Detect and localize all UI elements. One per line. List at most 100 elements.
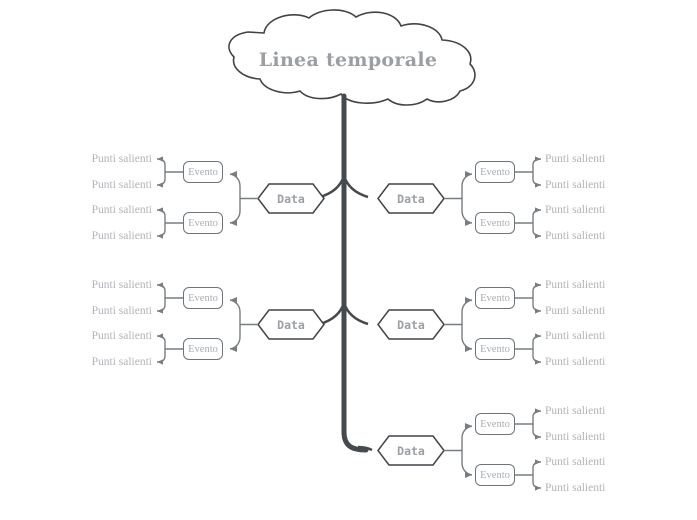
wire-left-middle-bracket (229, 299, 241, 350)
wire-right-bottom-evt1-bracket (532, 410, 542, 438)
event-node-left-top-2[interactable]: Evento (183, 212, 223, 234)
date-node-label: Data (397, 317, 425, 332)
arrow-left-top-leaf3 (157, 207, 163, 213)
event-node-label: Evento (480, 217, 510, 229)
arrow-right-bottom-leaf4 (535, 485, 541, 491)
wire-right-top-bracket (461, 173, 473, 224)
event-node-right-top-2[interactable]: Evento (475, 212, 515, 234)
wire-right-middle-evt1-bracket (532, 284, 542, 312)
event-node-label: Evento (188, 343, 218, 355)
arrow-right-middle-leaf1 (535, 282, 541, 288)
arrow-right-top-leaf2 (535, 182, 541, 188)
wire-left-top-bracket (229, 173, 241, 224)
highlight-leaf-left-top-1-2[interactable]: Punti salienti (91, 179, 152, 191)
date-node-left-middle[interactable]: Data (258, 310, 324, 339)
branch-stem-right-middle (342, 302, 369, 326)
hex-outline-right-top (377, 183, 445, 214)
cloud-shape (228, 9, 476, 106)
arrow-right-bottom-leaf2 (535, 434, 541, 440)
branch-stem-right-bottom (357, 445, 373, 452)
event-node-label: Evento (480, 292, 510, 304)
date-node-right-bottom[interactable]: Data (378, 436, 444, 465)
highlight-leaf-right-top-1-1[interactable]: Punti salienti (545, 153, 606, 165)
date-node-label: Data (397, 191, 425, 206)
arrow-right-top-evt1 (465, 171, 472, 177)
arrow-right-top-leaf4 (535, 233, 541, 239)
highlight-leaf-left-top-1-1[interactable]: Punti salienti (91, 153, 152, 165)
highlight-leaf-right-middle-2-2[interactable]: Punti salienti (545, 356, 606, 368)
highlight-leaf-left-middle-1-1[interactable]: Punti salienti (91, 279, 152, 291)
date-node-label: Data (277, 317, 305, 332)
wire-right-middle-bracket (461, 299, 473, 350)
arrow-right-middle-leaf3 (535, 333, 541, 339)
date-node-label: Data (397, 443, 425, 458)
event-node-label: Evento (188, 217, 218, 229)
event-node-right-middle-1[interactable]: Evento (475, 287, 515, 309)
event-node-left-top-1[interactable]: Evento (183, 161, 223, 183)
highlight-leaf-left-middle-2-1[interactable]: Punti salienti (91, 330, 152, 342)
arrow-left-middle-leaf1 (157, 282, 163, 288)
event-node-label: Evento (480, 418, 510, 430)
date-node-right-middle[interactable]: Data (378, 310, 444, 339)
event-node-right-bottom-1[interactable]: Evento (475, 413, 515, 435)
highlight-leaf-right-top-2-2[interactable]: Punti salienti (545, 230, 606, 242)
highlight-leaf-left-top-2-2[interactable]: Punti salienti (91, 230, 152, 242)
arrow-left-middle-leaf4 (157, 359, 163, 365)
event-node-label: Evento (480, 166, 510, 178)
wire-right-bottom-evt2-bracket (532, 461, 542, 489)
date-node-right-top[interactable]: Data (378, 184, 444, 213)
arrow-right-middle-leaf4 (535, 359, 541, 365)
arrow-right-middle-evt1 (465, 297, 472, 303)
branch-stem-right-top (342, 175, 369, 199)
root-node-label: Linea temporale (258, 49, 438, 71)
arrow-right-bottom-evt1 (465, 423, 472, 429)
highlight-leaf-right-bottom-1-2[interactable]: Punti salienti (545, 431, 606, 443)
wire-right-bottom-bracket (461, 425, 473, 476)
event-node-right-middle-2[interactable]: Evento (475, 338, 515, 360)
date-node-left-top[interactable]: Data (258, 184, 324, 213)
event-node-label: Evento (188, 292, 218, 304)
trunk-spine (341, 93, 369, 453)
highlight-leaf-right-middle-1-2[interactable]: Punti salienti (545, 305, 606, 317)
hex-outline-right-middle (377, 309, 445, 340)
arrow-right-bottom-evt2 (465, 472, 472, 478)
highlight-leaf-left-middle-2-2[interactable]: Punti salienti (91, 356, 152, 368)
arrow-left-top-leaf2 (157, 182, 163, 188)
wire-left-top-evt1-bracket (156, 158, 166, 186)
wire-left-top-evt2-bracket (156, 209, 166, 237)
root-node-cloud[interactable]: Linea temporale (212, 12, 484, 104)
highlight-leaf-right-middle-1-1[interactable]: Punti salienti (545, 279, 606, 291)
highlight-leaf-right-top-1-2[interactable]: Punti salienti (545, 179, 606, 191)
event-node-label: Evento (480, 469, 510, 481)
arrow-right-top-leaf3 (535, 207, 541, 213)
highlight-leaf-right-top-2-1[interactable]: Punti salienti (545, 204, 606, 216)
arrow-right-bottom-leaf1 (535, 408, 541, 414)
event-node-right-bottom-2[interactable]: Evento (475, 464, 515, 486)
wire-left-middle-evt2-bracket (156, 335, 166, 363)
arrow-left-middle-leaf2 (157, 308, 163, 314)
event-node-left-middle-1[interactable]: Evento (183, 287, 223, 309)
highlight-leaf-left-middle-1-2[interactable]: Punti salienti (91, 305, 152, 317)
event-node-right-top-1[interactable]: Evento (475, 161, 515, 183)
arrow-right-top-leaf1 (535, 156, 541, 162)
arrow-left-top-evt1 (230, 171, 237, 177)
highlight-leaf-right-bottom-2-1[interactable]: Punti salienti (545, 456, 606, 468)
highlight-leaf-right-middle-2-1[interactable]: Punti salienti (545, 330, 606, 342)
arrow-right-bottom-leaf3 (535, 459, 541, 465)
wire-right-top-evt1-bracket (532, 158, 542, 186)
arrow-left-top-leaf4 (157, 233, 163, 239)
highlight-leaf-right-bottom-2-2[interactable]: Punti salienti (545, 482, 606, 494)
highlight-leaf-right-bottom-1-1[interactable]: Punti salienti (545, 405, 606, 417)
hex-outline-right-bottom (377, 435, 445, 466)
arrow-left-middle-evt1 (230, 297, 237, 303)
wire-left-middle-evt1-bracket (156, 284, 166, 312)
event-node-left-middle-2[interactable]: Evento (183, 338, 223, 360)
event-node-label: Evento (188, 166, 218, 178)
highlight-leaf-left-top-2-1[interactable]: Punti salienti (91, 204, 152, 216)
event-node-label: Evento (480, 343, 510, 355)
arrow-right-middle-leaf2 (535, 308, 541, 314)
arrow-right-middle-evt2 (465, 346, 472, 352)
arrow-left-middle-leaf3 (157, 333, 163, 339)
